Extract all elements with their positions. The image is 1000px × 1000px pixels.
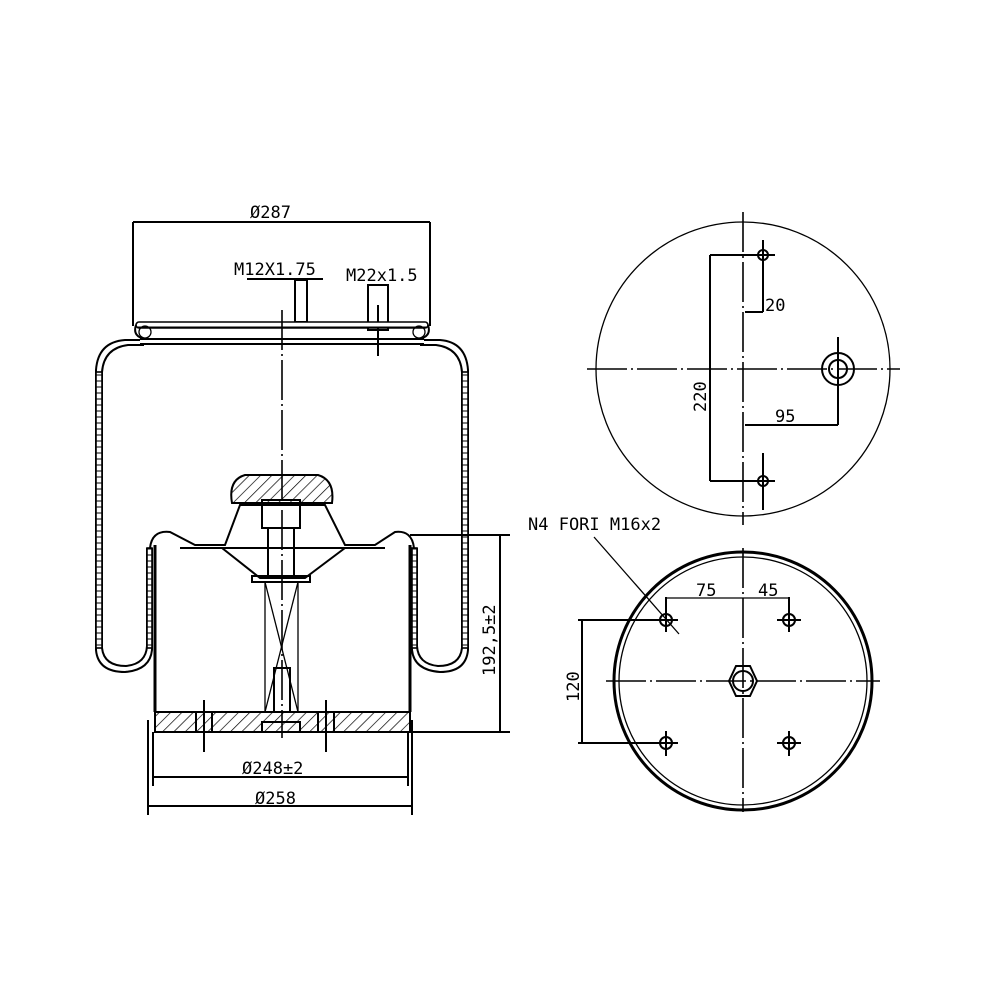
holes-leader-line [593, 536, 680, 635]
side-view: Ø287 M12X1.75 M22x1.5 [95, 203, 510, 815]
bellows [95, 339, 469, 674]
height-label: 192,5±2 [480, 604, 500, 676]
air-inlet-callout: M22x1.5 [346, 266, 418, 356]
stud-spacing-label: 220 [691, 381, 711, 412]
center-nut [727, 665, 759, 697]
stud-offset-label: 20 [765, 296, 785, 316]
mounting-hole-4 [777, 731, 801, 756]
air-inlet-thread-label: M22x1.5 [346, 266, 418, 286]
mounting-hole-2 [777, 597, 801, 632]
hole-offset-left-label: 75 [696, 581, 716, 601]
hole-offset-right-label: 45 [758, 581, 778, 601]
dimension-top-plate-diameter: Ø287 [132, 203, 431, 326]
stud-thread-callout: M12X1.75 [234, 260, 323, 323]
bottom-view: N4 FORI M16x2 [528, 515, 880, 812]
stud-thread-label: M12X1.75 [234, 260, 316, 280]
inlet-offset-label: 95 [775, 407, 795, 427]
stud-bolt [294, 279, 308, 323]
mounting-hole-1 [656, 597, 678, 632]
dimension-piston-diameter: Ø248±2 [152, 732, 409, 786]
hole-spacing-label: 120 [564, 671, 584, 702]
piston-diameter-label: Ø248±2 [242, 759, 303, 779]
top-plate-diameter-label: Ø287 [250, 203, 291, 223]
holes-note-label: N4 FORI M16x2 [528, 515, 661, 535]
air-inlet-hole [821, 337, 855, 425]
top-plate [134, 321, 430, 345]
dimension-base-diameter: Ø258 [147, 720, 413, 815]
base-diameter-label: Ø258 [255, 789, 296, 809]
dimension-height: 192,5±2 [410, 534, 510, 733]
top-view: 220 20 95 [587, 212, 900, 525]
